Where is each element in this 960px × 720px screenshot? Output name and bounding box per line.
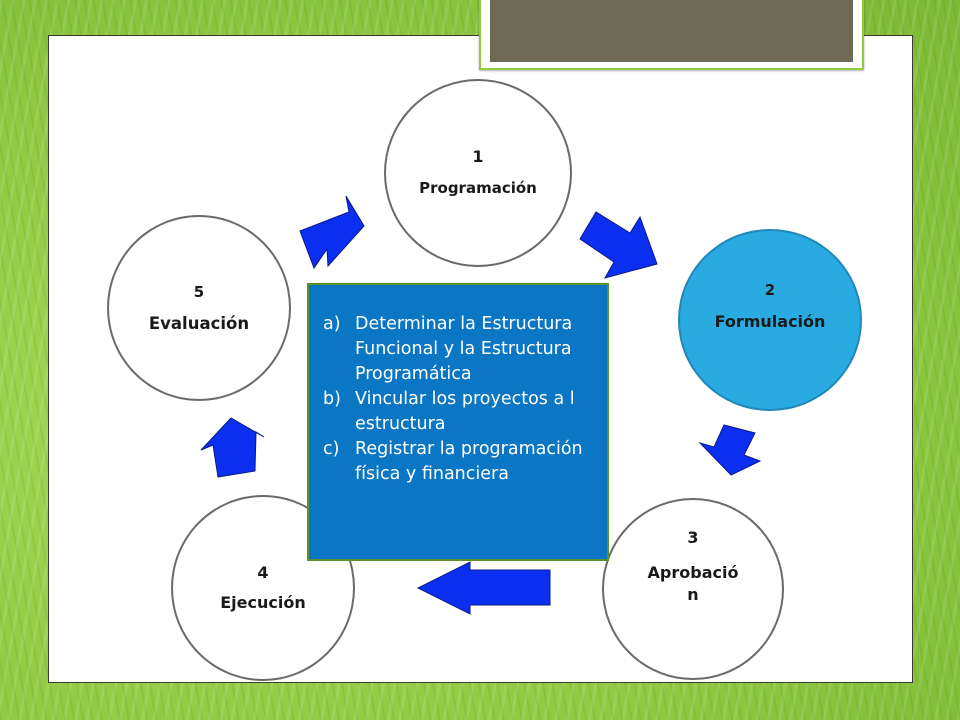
stage-programacion: 1 Programación	[384, 79, 572, 267]
detail-item: a) Determinar la Estructura Funcional y …	[323, 312, 603, 387]
detail-item: b) Vincular los proyectos a l estructura	[323, 387, 603, 437]
arrow-aprobacion-to-ejecucion	[416, 561, 551, 615]
detail-item-marker: a)	[323, 314, 341, 334]
stage-formulacion: 2 Formulación	[678, 229, 862, 411]
stage-detail-box: a) Determinar la Estructura Funcional y …	[307, 283, 609, 561]
detail-list: a) Determinar la Estructura Funcional y …	[323, 312, 603, 487]
detail-item-marker: b)	[323, 389, 341, 409]
stage-name: Ejecución	[220, 593, 306, 612]
stage-name: Evaluación	[148, 314, 250, 333]
arrow-programacion-to-formulacion	[579, 211, 658, 279]
arrow-evaluacion-to-programacion	[299, 195, 365, 270]
stage-number: 5	[193, 283, 205, 301]
stage-number: 4	[257, 563, 269, 582]
arrow-ejecucion-to-evaluacion	[200, 417, 265, 478]
detail-item-marker: c)	[323, 439, 340, 459]
title-bar	[490, 0, 853, 62]
stage-aprobacion: 3 Aprobació n	[602, 498, 784, 680]
stage-name: Aprobació n	[647, 563, 739, 604]
title-placeholder	[479, 0, 864, 70]
detail-item-text: Determinar la Estructura Funcional y la …	[355, 314, 573, 384]
stage-name: Formulación	[714, 312, 826, 331]
detail-item-text: Registrar la programación física y finan…	[355, 439, 583, 484]
stage-number: 3	[687, 528, 699, 547]
stage-number: 2	[764, 281, 776, 299]
arrow-formulacion-to-aprobacion	[698, 424, 762, 476]
detail-item: c) Registrar la programación física y fi…	[323, 437, 603, 487]
stage-evaluacion: 5 Evaluación	[107, 215, 291, 401]
stage-number: 1	[472, 147, 484, 166]
detail-item-text: Vincular los proyectos a l estructura	[355, 389, 575, 434]
stage-name: Programación	[419, 179, 537, 197]
